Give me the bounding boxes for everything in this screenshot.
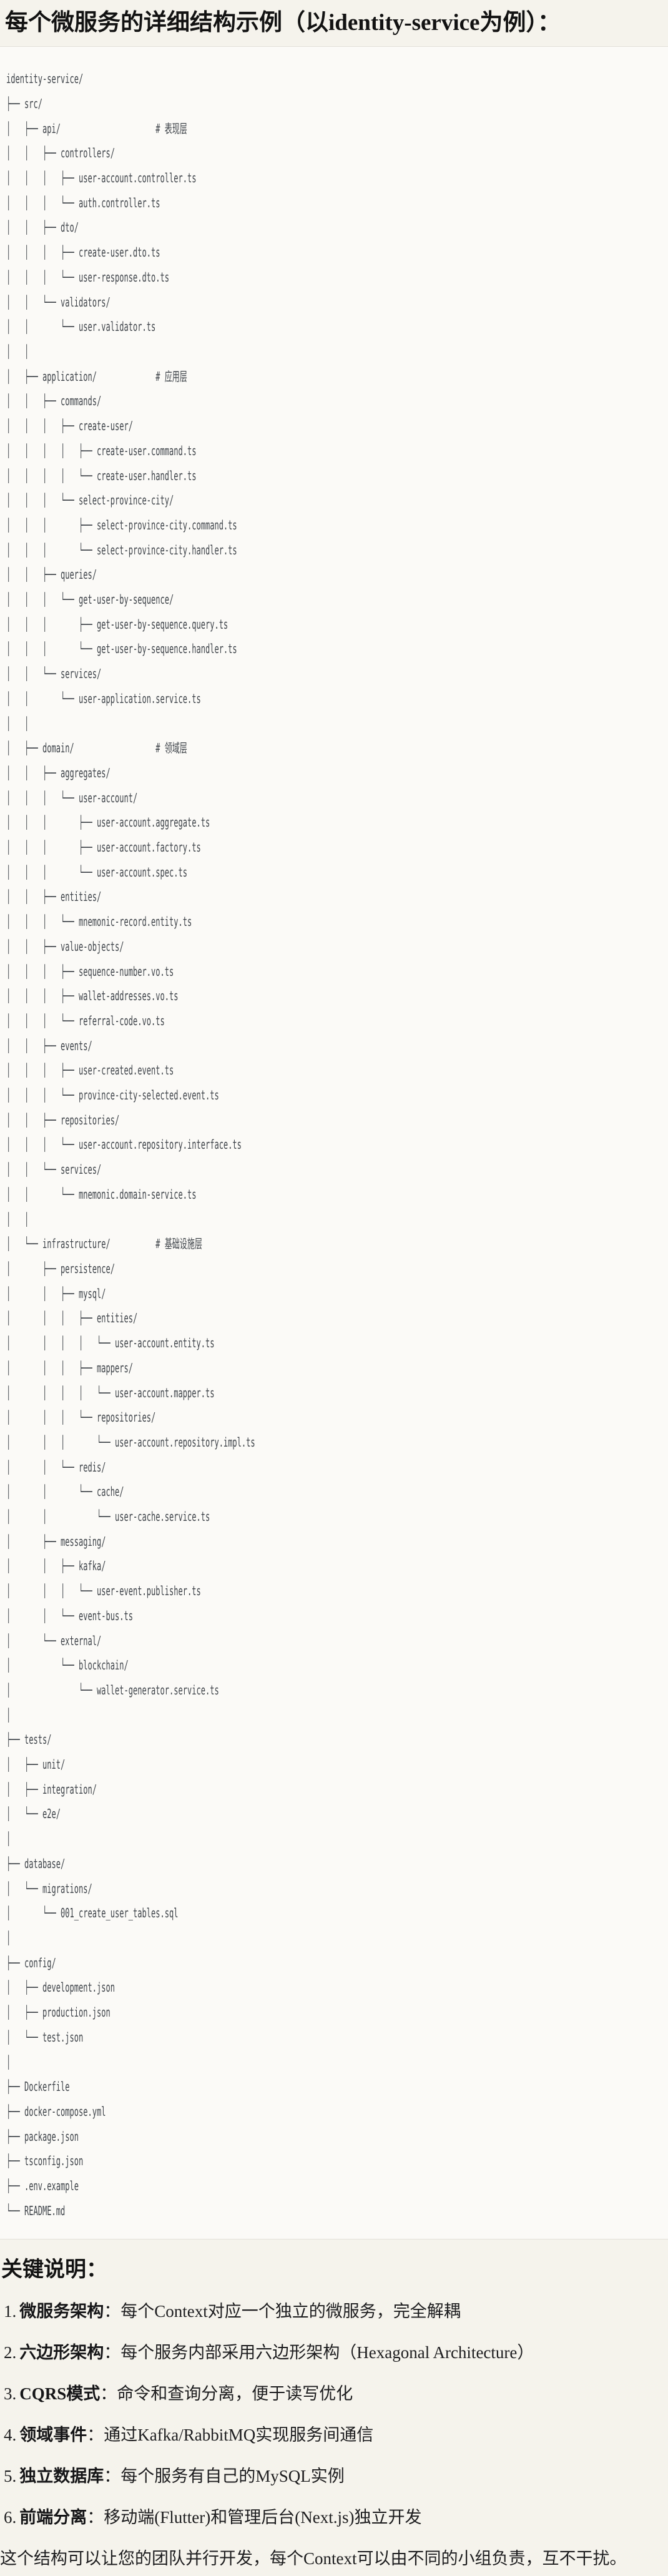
- note-number: 2.: [4, 2342, 17, 2362]
- note-item-domain-events: 4.领域事件：通过Kafka/RabbitMQ实现服务间通信: [4, 2422, 662, 2447]
- code-block: identity-service/ ├── src/ │ ├── api/ # …: [0, 46, 668, 2240]
- note-label: 前端分离: [19, 2507, 87, 2527]
- notes-list: 1.微服务架构：每个Context对应一个独立的微服务，完全解耦 2.六边形架构…: [0, 2299, 662, 2530]
- page-title: 每个微服务的详细结构示例（以identity-service为例）：: [5, 10, 561, 36]
- directory-tree: identity-service/ ├── src/ │ ├── api/ # …: [6, 71, 255, 2218]
- note-item-cqrs: 3.CQRS模式：命令和查询分离，便于读写优化: [4, 2381, 662, 2406]
- notes-section: 关键说明： 1.微服务架构：每个Context对应一个独立的微服务，完全解耦 2…: [0, 2257, 668, 2571]
- note-item-hexagonal: 2.六边形架构：每个服务内部采用六边形架构（Hexagonal Architec…: [4, 2340, 662, 2365]
- note-item-microservice: 1.微服务架构：每个Context对应一个独立的微服务，完全解耦: [4, 2299, 662, 2324]
- notes-title: 关键说明：: [1, 2258, 107, 2282]
- note-label: 独立数据库: [19, 2466, 104, 2485]
- note-text: ：每个服务内部采用六边形架构（Hexagonal Architecture）: [104, 2342, 534, 2362]
- note-text: ：每个Context对应一个独立的微服务，完全解耦: [104, 2301, 461, 2321]
- note-item-frontend-split: 6.前端分离：移动端(Flutter)和管理后台(Next.js)独立开发: [4, 2505, 662, 2530]
- note-label: 领域事件: [19, 2425, 87, 2444]
- note-label: 微服务架构: [19, 2301, 104, 2321]
- note-number: 6.: [4, 2507, 17, 2527]
- note-text: ：每个服务有自己的MySQL实例: [104, 2466, 345, 2485]
- closing-paragraph: 这个结构可以让您的团队并行开发，每个Context可以由不同的小组负责，互不干扰…: [0, 2549, 627, 2568]
- note-number: 1.: [4, 2301, 17, 2321]
- note-number: 4.: [4, 2425, 17, 2444]
- note-text: ：命令和查询分离，便于读写优化: [100, 2384, 353, 2403]
- note-label: CQRS模式: [19, 2384, 101, 2403]
- note-number: 3.: [4, 2384, 17, 2403]
- note-label: 六边形架构: [19, 2342, 104, 2362]
- note-text: ：移动端(Flutter)和管理后台(Next.js)独立开发: [87, 2507, 422, 2527]
- note-item-independent-db: 5.独立数据库：每个服务有自己的MySQL实例: [4, 2464, 662, 2489]
- note-number: 5.: [4, 2466, 17, 2485]
- note-text: ：通过Kafka/RabbitMQ实现服务间通信: [87, 2425, 374, 2444]
